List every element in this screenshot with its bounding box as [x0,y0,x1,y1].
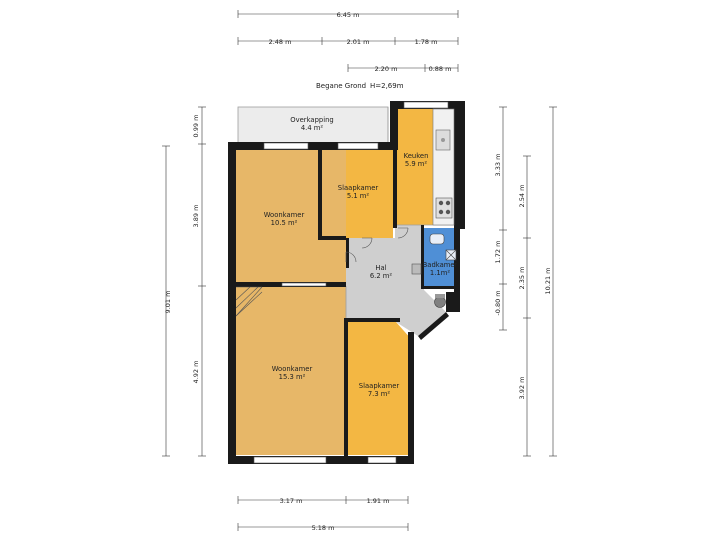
doors [345,227,409,263]
window-bedroom-1 [337,142,379,150]
stair-hatch [235,286,263,317]
living-1-fill [236,150,346,282]
dim-left-3: 4.92 m [192,361,200,384]
door-kitchen [397,227,409,239]
dim-right-5: 2.35 m [518,267,526,290]
dim-bottom-1: 3.17 m [280,497,303,505]
dim-bottom-total: 5.18 m [312,524,335,532]
dim-right-2: 1.72 m [494,241,502,264]
room-slaapkamer-1-area: 5.1 m² [347,192,370,200]
room-keuken-area: 5.9 m² [405,160,428,168]
dim-top-seg-3: 1.78 m [415,38,438,46]
room-woonkamer-2-name: Woonkamer [272,365,313,373]
room-fills [236,107,458,455]
door-bedroom-1 [361,237,373,249]
dim-left-2: 3.89 m [192,205,200,228]
bottom-dimensions: 3.17 m 1.91 m 5.18 m [237,496,409,532]
dim-bottom-2: 1.91 m [367,497,390,505]
room-keuken-name: Keuken [404,152,429,160]
room-hal-area: 6.2 m² [370,272,393,280]
dim-left-total: 9.01 m [164,291,172,314]
dim-top-total: 6.45 m [337,11,360,19]
dim-top-seg-5: 0.88 m [429,65,452,73]
window-living-1 [263,142,309,150]
window-living-divider [281,282,327,287]
room-slaapkamer-1-name: Slaapkamer [338,184,379,192]
window-living-2 [253,456,327,464]
room-badkamer-name: Badkamer [423,261,458,269]
bath-sink-icon [429,233,445,245]
living-2-fill [236,287,346,455]
room-woonkamer-1-name: Woonkamer [264,211,305,219]
dim-top-seg-2: 2.01 m [347,38,370,46]
kitchen-tap-icon [441,138,445,142]
room-slaapkamer-2-area: 7.3 m² [368,390,391,398]
windows [253,101,449,464]
room-overkapping-area: 4.4 m² [301,124,324,132]
top-dimensions: 6.45 m 2.48 m 2.01 m 1.78 m 2.20 m 0.88 … [237,10,459,73]
bedroom-2-fill [348,322,412,455]
room-woonkamer-1-area: 10.5 m² [271,219,298,227]
room-badkamer-area: 1.1m² [430,269,450,277]
dim-right-6: 3.92 m [518,377,526,400]
kitchen-fixtures [432,108,455,226]
window-kitchen [403,101,449,109]
door-living-1 [345,251,357,263]
room-woonkamer-2-area: 15.3 m² [279,373,306,381]
room-labels: Overkapping 4.4 m² Keuken 5.9 m² Slaapka… [264,116,458,398]
dim-top-seg-1: 2.48 m [269,38,292,46]
room-overkapping-name: Overkapping [290,116,333,124]
dim-right-4: 2.54 m [518,185,526,208]
room-slaapkamer-2-name: Slaapkamer [359,382,400,390]
dim-right-total: 10.21 m [544,267,552,294]
left-dimensions: 0.99 m 3.89 m 4.92 m 9.01 m [162,106,206,457]
floor-name: Begane Grond [316,82,366,90]
dim-right-3: -0.80 m [494,290,502,315]
terrace-fill [238,107,388,145]
window-bedroom-2 [367,456,397,464]
stove-icon [435,197,453,219]
bath-fixtures [411,233,457,275]
toilet-fixture [434,294,446,308]
dim-right-1: 3.33 m [494,154,502,177]
right-dimensions: 3.33 m 1.72 m -0.80 m 2.54 m 2.35 m 3.92… [494,106,557,457]
toilet-icon [434,296,446,308]
floor-height: H=2,69m [370,82,404,90]
dim-left-1: 0.99 m [192,115,200,138]
hall-cabinet-icon [411,263,422,275]
dim-top-seg-4: 2.20 m [375,65,398,73]
room-hal-name: Hal [375,264,386,272]
